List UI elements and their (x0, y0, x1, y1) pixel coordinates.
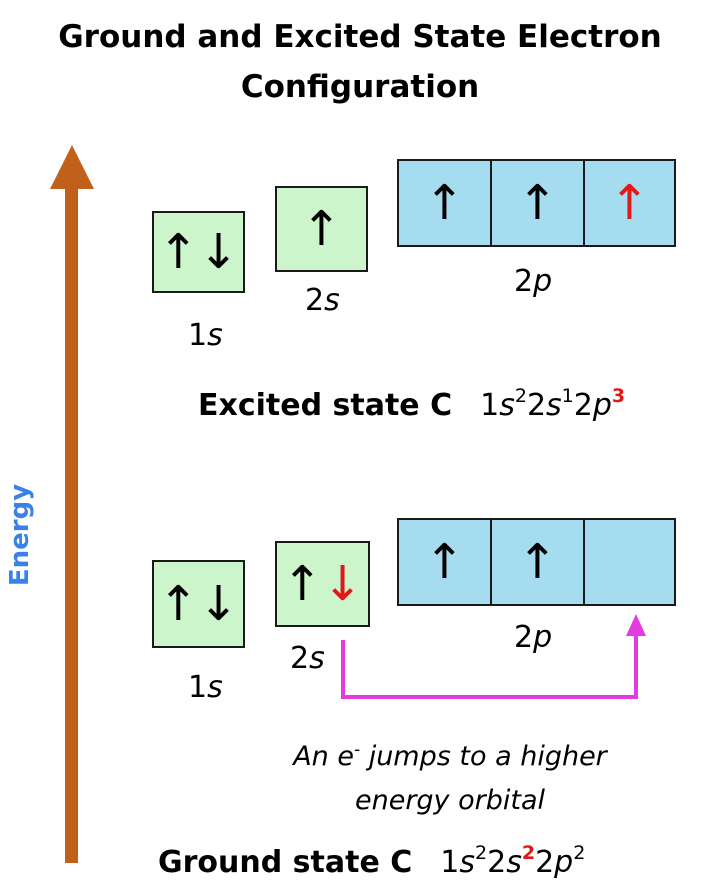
electron-jump-arrow (341, 614, 646, 699)
promoted-electron-spin: ↑ (609, 175, 650, 231)
jump-annotation-line-2: energy orbital (354, 785, 546, 816)
ground-2p-orbital-1: ↑ (397, 518, 490, 606)
ground-2s-spin-up: ↑ (282, 556, 323, 612)
title-line-1: Ground and Excited State Electron (58, 19, 662, 55)
excited-1s-spins: ↑↓ (158, 224, 239, 280)
excited-2p-orbital-1: ↑ (397, 159, 490, 247)
ground-state-row: Ground state C 1s22s22p2 (158, 842, 586, 881)
ground-2s-spin-down: ↓ (322, 556, 363, 612)
ground-2p-label: 2p (514, 620, 553, 655)
ground-2s-label: 2s (290, 641, 325, 676)
jump-annotation-line-1: An e- jumps to a higher (293, 740, 607, 772)
ground-1s-spins: ↑↓ (158, 576, 239, 632)
ground-1s-label: 1s (188, 670, 223, 705)
excited-config: 1s22s12p3 (480, 385, 626, 424)
excited-2s-spins: ↑ (301, 201, 342, 257)
ground-2p-orbital-2: ↑ (490, 518, 583, 606)
excited-state-row: Excited state C 1s22s12p3 (198, 385, 626, 424)
excited-2p-orbital-3: ↑ (583, 159, 676, 247)
ground-config: 1s22s22p2 (440, 842, 586, 881)
ground-state-name: Ground state C (158, 845, 413, 880)
jump-annotation: An e- jumps to a higher energy orbital (260, 728, 640, 823)
excited-2s-label: 2s (305, 283, 340, 318)
ground-2p-orbital-3-empty (583, 518, 676, 606)
title-line-2: Configuration (240, 69, 480, 105)
ground-2s-orbital: ↑↓ (275, 541, 370, 627)
excited-2p-orbitals: ↑ ↑ ↑ (397, 159, 676, 247)
excited-2s-orbital: ↑ (275, 186, 368, 272)
excited-2p-orbital-2: ↑ (490, 159, 583, 247)
excited-state-name: Excited state C (198, 388, 453, 423)
energy-axis-arrow (50, 145, 94, 863)
diagram-title: Ground and Excited State Electron Config… (0, 12, 720, 112)
excited-1s-orbital: ↑↓ (152, 211, 245, 293)
excited-1s-label: 1s (188, 318, 223, 353)
ground-1s-orbital: ↑↓ (152, 560, 245, 648)
excited-2p-label: 2p (514, 264, 553, 299)
ground-2p-orbitals: ↑ ↑ (397, 518, 676, 606)
